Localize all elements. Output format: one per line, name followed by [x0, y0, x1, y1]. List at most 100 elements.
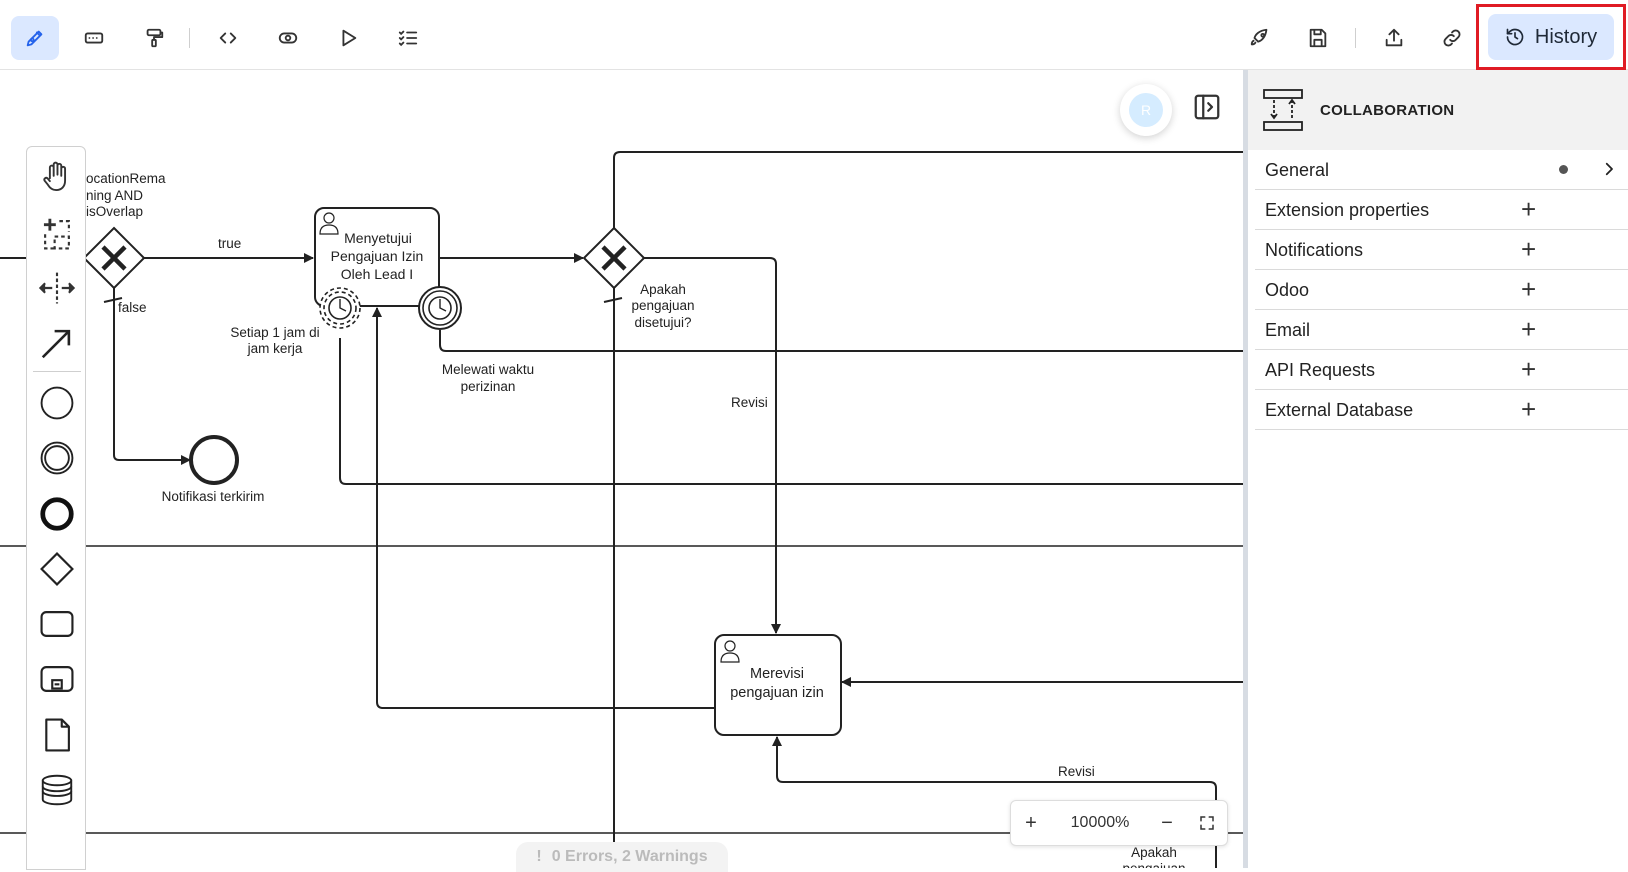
modeler-mode-button[interactable] [11, 16, 59, 60]
palette-divider [33, 371, 81, 372]
boundary-timer-event[interactable] [418, 286, 462, 330]
checklist-button[interactable] [384, 16, 432, 60]
form-mode-button[interactable] [70, 16, 118, 60]
zoom-level: 10000% [1070, 814, 1130, 831]
boundary-timer-event[interactable] [319, 287, 361, 329]
section-extension-properties[interactable]: Extension properties + [1255, 190, 1628, 230]
section-api-requests[interactable]: API Requests + [1255, 350, 1628, 390]
subprocess-icon [40, 666, 74, 692]
document-icon [45, 718, 70, 752]
link-icon [1443, 29, 1461, 47]
history-label: History [1534, 25, 1598, 48]
exclusive-gateway[interactable] [82, 226, 146, 290]
start-event-tool[interactable] [35, 381, 79, 425]
data-store-tool[interactable] [35, 768, 79, 812]
task-label-line: Pengajuan Izin [331, 248, 424, 264]
paint-roller-icon [146, 28, 164, 48]
add-icon[interactable]: + [1521, 194, 1537, 224]
bpmn-canvas[interactable]: Menyetujui Pengajuan Izin Oleh Lead I [0, 70, 1243, 868]
section-external-database[interactable]: External Database + [1255, 390, 1628, 430]
run-button[interactable] [324, 16, 372, 60]
toolbar-divider [189, 28, 190, 48]
hand-icon [43, 161, 67, 192]
bpmn-diagram: Menyetujui Pengajuan Izin Oleh Lead I [0, 151, 1243, 868]
collaborator-avatar[interactable]: R [1120, 84, 1172, 136]
diamond-icon [40, 552, 74, 586]
save-button[interactable] [1294, 16, 1342, 60]
add-icon[interactable]: + [1521, 234, 1537, 264]
gateway-label-line: Apakah [640, 282, 686, 297]
avatar-initial: R [1129, 93, 1163, 127]
end-event-label: Notifikasi terkirim [162, 489, 265, 504]
data-indicator-dot [1559, 165, 1568, 174]
task-label-line: Merevisi [750, 666, 804, 682]
deadline-label-line: perizinan [461, 379, 516, 394]
space-tool[interactable] [35, 266, 79, 310]
share-link-button[interactable] [1428, 16, 1476, 60]
section-email[interactable]: Email + [1255, 310, 1628, 350]
sequence-flow-revisi[interactable] [644, 257, 781, 634]
section-notifications[interactable]: Notifications + [1255, 230, 1628, 270]
lasso-select-icon [43, 218, 70, 250]
circle-thin-icon [40, 386, 74, 420]
gateway-label-line: pengajuan [631, 298, 694, 313]
condition-label-line: ning AND [86, 188, 143, 203]
deadline-label-line: Melewati waktu [442, 362, 534, 377]
zoom-out-button[interactable]: − [1161, 811, 1173, 834]
fit-view-button[interactable] [1191, 801, 1223, 845]
form-icon [84, 32, 104, 44]
exclusive-gateway[interactable] [582, 226, 646, 290]
warning-icon: ! [536, 848, 542, 865]
intermediate-event-tool[interactable] [35, 436, 79, 480]
connect-tool[interactable] [35, 321, 79, 365]
panel-header: COLLABORATION [1248, 70, 1628, 150]
sidebar-collapse-icon [1194, 94, 1220, 120]
style-mode-button[interactable] [130, 16, 178, 60]
user-task-approve[interactable]: Menyetujui Pengajuan Izin Oleh Lead I [314, 207, 440, 307]
end-event-tool[interactable] [35, 492, 79, 536]
sequence-flow-false[interactable] [113, 288, 191, 465]
database-icon [41, 774, 73, 806]
validation-status[interactable]: ! 0 Errors, 2 Warnings [516, 842, 728, 872]
zoom-in-button[interactable]: + [1025, 811, 1037, 834]
task-tool[interactable] [35, 602, 79, 646]
add-icon[interactable]: + [1521, 274, 1537, 304]
chevron-right-icon [1605, 162, 1613, 176]
zoom-controls: + 10000% − [1010, 800, 1228, 846]
section-label: API Requests [1265, 360, 1376, 380]
end-event[interactable] [189, 435, 239, 485]
data-object-tool[interactable] [35, 713, 79, 757]
save-icon [1309, 28, 1327, 48]
add-icon[interactable]: + [1521, 394, 1537, 424]
hand-tool[interactable] [35, 155, 79, 199]
sequence-flow [613, 151, 1243, 228]
deploy-button[interactable] [1236, 16, 1284, 60]
export-button[interactable] [1370, 16, 1418, 60]
panel-toggle-button[interactable] [1192, 92, 1222, 122]
subprocess-tool[interactable] [35, 657, 79, 701]
gateway-label-line: disetujui? [634, 315, 691, 330]
code-view-button[interactable] [204, 16, 252, 60]
section-odoo[interactable]: Odoo + [1255, 270, 1628, 310]
tool-palette [26, 146, 86, 870]
upload-icon [1385, 28, 1403, 47]
gateway-tool[interactable] [35, 547, 79, 591]
condition-label-line: isOverlap [86, 204, 143, 219]
section-general[interactable]: General [1255, 150, 1628, 190]
user-task-revise[interactable]: Merevisi pengajuan izin [714, 634, 842, 736]
sequence-flow-revisi[interactable] [772, 736, 1217, 868]
top-toolbar: History [0, 0, 1628, 70]
collaboration-icon [1263, 89, 1303, 131]
preview-button[interactable] [264, 16, 312, 60]
user-icon [720, 640, 740, 663]
user-icon [319, 212, 339, 235]
history-button[interactable]: History [1488, 14, 1614, 60]
add-icon[interactable]: + [1521, 354, 1537, 384]
pen-tool-icon [26, 30, 43, 47]
lasso-tool[interactable] [35, 211, 79, 255]
add-icon[interactable]: + [1521, 314, 1537, 344]
sequence-flow-deadline [439, 330, 1243, 352]
flow-label-true: true [218, 236, 241, 251]
flow-label-revisi: Revisi [731, 395, 768, 410]
task-label-line: Oleh Lead I [341, 266, 413, 282]
